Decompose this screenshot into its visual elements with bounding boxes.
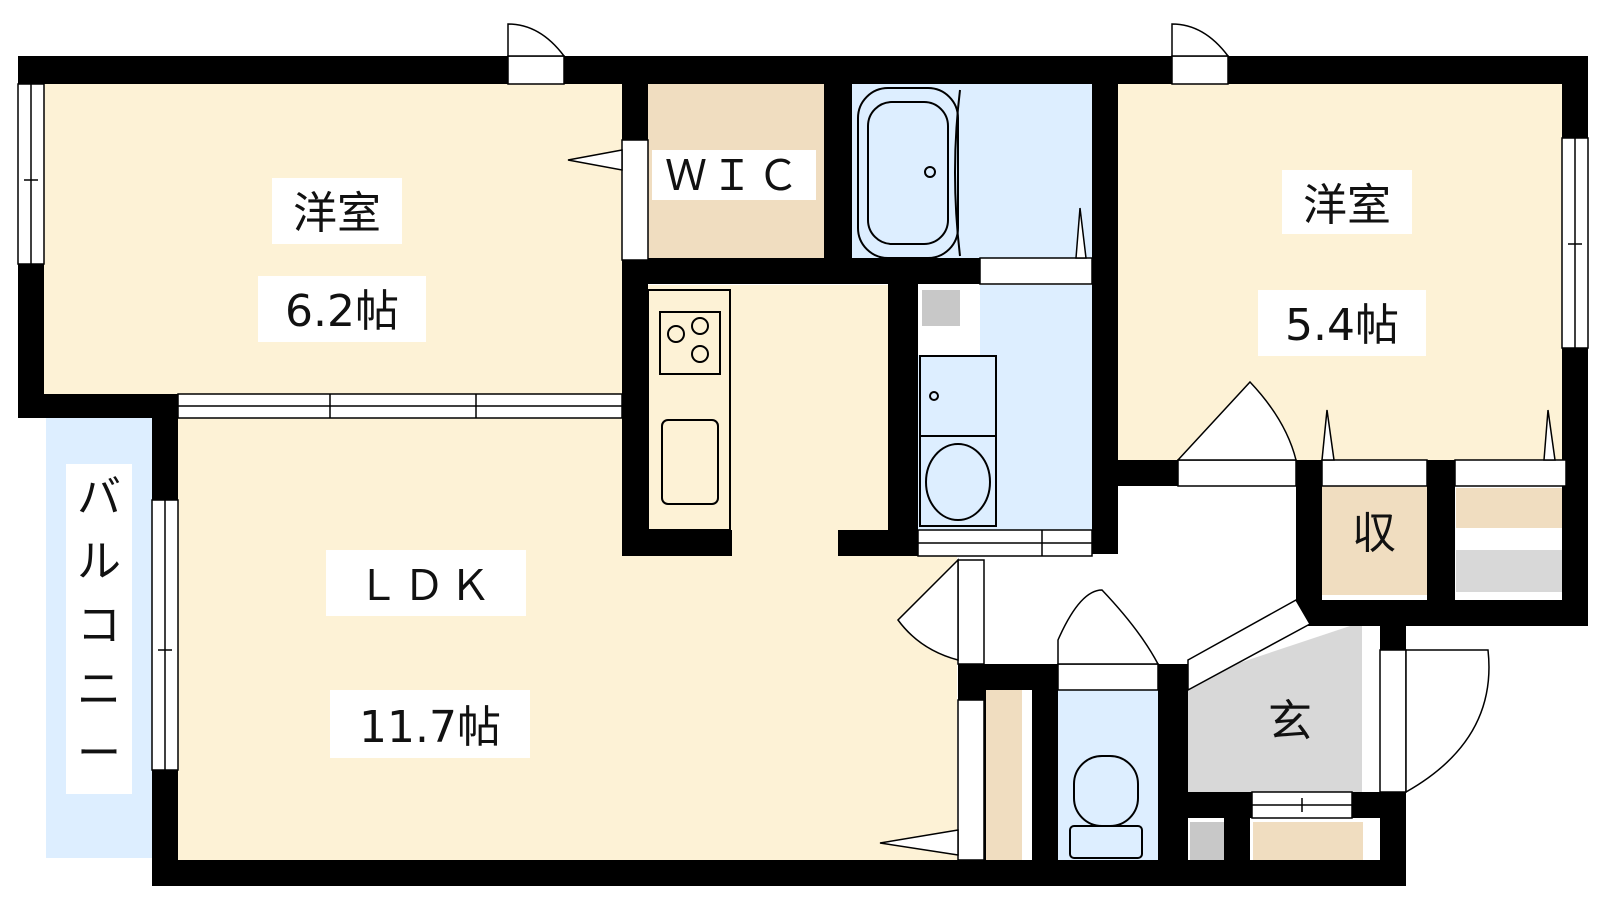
entrance-name: 玄 xyxy=(1268,696,1312,747)
balcony-char-4: ニ xyxy=(77,664,121,715)
label-entrance: 玄 xyxy=(1268,696,1312,747)
kitchen-floor xyxy=(640,285,888,530)
label-western-room-2: 洋室 5.4帖 xyxy=(1258,170,1426,356)
western-room-1-size: 6.2帖 xyxy=(285,286,399,337)
bathtub-fixture xyxy=(857,87,961,259)
shelf-2 xyxy=(1456,550,1566,592)
kitchen-fixtures xyxy=(647,289,731,531)
label-balcony: バ ル コ ニ ー xyxy=(66,464,132,794)
entrance-shelf xyxy=(1253,822,1363,862)
storage-name: 収 xyxy=(1352,508,1396,559)
entrance-floor xyxy=(1188,622,1362,792)
balcony-char-5: ー xyxy=(77,728,121,779)
shelf-1 xyxy=(1456,488,1566,528)
label-storage: 収 xyxy=(1352,508,1396,559)
label-ldk: ＬＤＫ 11.7帖 xyxy=(326,550,530,758)
bathroom-floor xyxy=(852,82,1092,262)
storage-floor xyxy=(1322,485,1427,595)
hall-closet xyxy=(986,690,1022,862)
balcony-char-1: バ xyxy=(77,472,121,523)
meter-box-2 xyxy=(1190,822,1224,860)
western-room-1-name: 洋室 xyxy=(293,188,381,239)
door-swings xyxy=(507,23,1556,856)
label-western-room-1: 洋室 6.2帖 xyxy=(258,178,426,342)
toilet-fixture xyxy=(1069,755,1143,859)
western-room-2-floor xyxy=(1118,82,1564,460)
balcony-char-3: コ xyxy=(77,600,121,651)
balcony-char-2: ル xyxy=(77,536,121,587)
ldk-size: 11.7帖 xyxy=(359,702,501,753)
label-walk-in-closet: ＷＩＣ xyxy=(652,150,816,200)
vanity-area xyxy=(918,355,1010,530)
meter-box-1 xyxy=(922,290,960,326)
window-details xyxy=(24,84,1582,812)
walk-in-closet-name: ＷＩＣ xyxy=(665,151,803,200)
western-room-2-size: 5.4帖 xyxy=(1285,300,1399,351)
western-room-2-name: 洋室 xyxy=(1303,180,1391,231)
ldk-name: ＬＤＫ xyxy=(357,561,495,610)
vanity-fixture xyxy=(919,355,997,527)
